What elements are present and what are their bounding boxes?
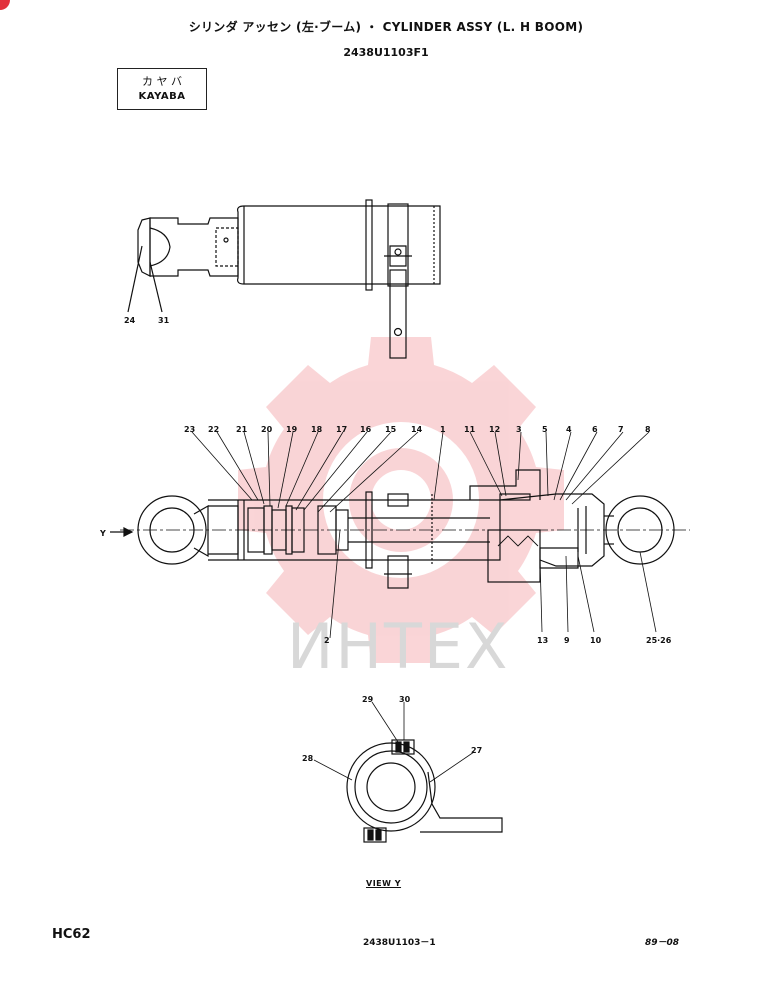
callout-30: 30 bbox=[399, 695, 411, 704]
callout-28: 28 bbox=[302, 754, 314, 763]
callout-27: 27 bbox=[471, 746, 482, 755]
callout-3: 3 bbox=[516, 425, 522, 434]
page-title: シリンダ アッセン (左·ブーム) ・ CYLINDER ASSY (L. H … bbox=[188, 20, 584, 34]
callout-10: 10 bbox=[590, 636, 602, 645]
callout-6: 6 bbox=[592, 425, 598, 434]
maker-name-en: KAYABA bbox=[138, 91, 186, 102]
callout-19: 19 bbox=[286, 425, 298, 434]
main-cylinder-view bbox=[110, 469, 690, 589]
callout-14: 14 bbox=[411, 425, 423, 434]
callout-29: 29 bbox=[362, 695, 374, 704]
callout-2: 2 bbox=[324, 636, 330, 645]
top-view-rod-end bbox=[127, 199, 441, 359]
callout-21: 21 bbox=[236, 425, 248, 434]
callout-9: 9 bbox=[564, 636, 570, 645]
maker-label-box: カ ヤ バ KAYABA bbox=[117, 68, 207, 110]
main-leader-lines bbox=[191, 431, 657, 639]
callout-16: 16 bbox=[360, 425, 372, 434]
callout-8: 8 bbox=[645, 425, 651, 434]
view-y-leader-lines bbox=[313, 701, 475, 783]
page-number: 2438U1103－1 bbox=[363, 938, 436, 948]
view-y-end-view bbox=[346, 739, 503, 843]
callout-22: 22 bbox=[208, 425, 219, 434]
model-code: HC62 bbox=[52, 927, 91, 942]
callout-15: 15 bbox=[385, 425, 397, 434]
maker-name-jp: カ ヤ バ bbox=[142, 75, 182, 88]
watermark-text: ИНТЕХ bbox=[287, 610, 510, 683]
callout-1: 1 bbox=[440, 425, 446, 434]
revision-date: 89－08 bbox=[645, 938, 680, 948]
callout-12: 12 bbox=[489, 425, 500, 434]
callout-5: 5 bbox=[542, 425, 548, 434]
callout-20: 20 bbox=[261, 425, 273, 434]
callout-31: 31 bbox=[158, 316, 170, 325]
callout-4: 4 bbox=[566, 425, 572, 434]
corner-badge bbox=[0, 0, 10, 10]
callout-18: 18 bbox=[311, 425, 323, 434]
callout-13: 13 bbox=[537, 636, 548, 645]
y-view-marker: Y bbox=[99, 529, 106, 538]
callout-23: 23 bbox=[184, 425, 195, 434]
callout-11: 11 bbox=[464, 425, 476, 434]
view-y-label: VIEW Y bbox=[366, 879, 402, 888]
callout-25-26: 25·26 bbox=[646, 636, 672, 645]
callout-7: 7 bbox=[618, 425, 624, 434]
callout-24: 24 bbox=[124, 316, 136, 325]
callout-17: 17 bbox=[336, 425, 347, 434]
drawing-number: 2438U1103F1 bbox=[343, 46, 429, 59]
